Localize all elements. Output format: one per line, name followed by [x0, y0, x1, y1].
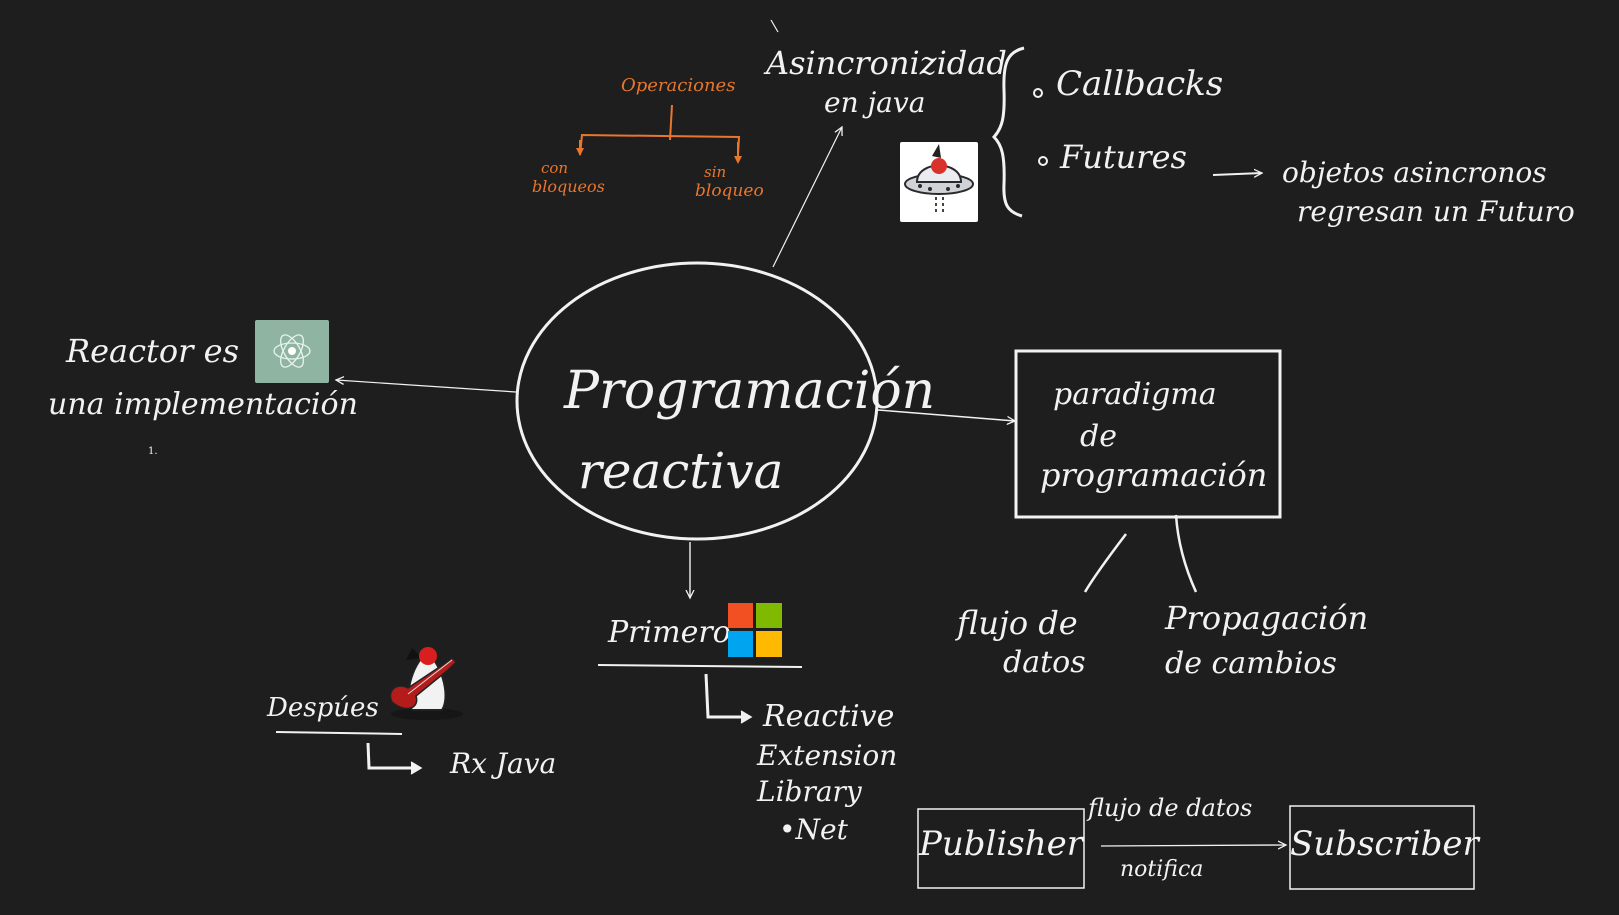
paradigma-line1: paradigma [1053, 377, 1217, 412]
microsoft-logo-icon [728, 603, 782, 657]
asincronizidad-line1: Asincronizidad [766, 44, 1007, 82]
reactive-ext-line2: Extension [757, 739, 898, 772]
despues-label: Despúes [267, 693, 379, 723]
futures-note-line2: regresan un Futuro [1297, 195, 1575, 228]
reactive-ext-line3: Library [757, 775, 862, 808]
operaciones-left-line2: bloqueos [532, 177, 605, 196]
pubsub-top-label: flujo de datos [1088, 794, 1253, 822]
propagacion-line2: de cambios [1165, 646, 1337, 681]
reactor-line2: una implementación [48, 387, 358, 422]
operaciones-tree [576, 104, 742, 164]
bullet-callbacks [1033, 88, 1043, 98]
flujo-line1: flujo de [957, 604, 1078, 642]
bullet-futures [1038, 156, 1048, 166]
arrow-to-reactor [336, 380, 517, 393]
rxjava-label: Rx Java [450, 747, 557, 780]
center-title-line2: reactiva [578, 442, 784, 500]
java-ufo-icon [900, 142, 978, 222]
reactor-footnote: 1. [148, 446, 158, 457]
pubsub-arrow [1100, 845, 1286, 846]
despues-underline [275, 731, 403, 735]
futures-note-line1: objetos asincronos [1282, 156, 1547, 189]
publisher-box [917, 808, 1085, 889]
publisher-label: Publisher [918, 824, 1083, 864]
primero-label: Primero [608, 615, 731, 650]
java-duke-guitar-icon [382, 638, 472, 722]
paradigma-box [1014, 349, 1282, 519]
flujo-line2: datos [1003, 645, 1086, 680]
async-brace [991, 46, 1025, 218]
arrow-to-paradigma [877, 409, 1015, 421]
arrow-to-reactive [704, 673, 753, 724]
line-to-propagacion [1174, 514, 1198, 593]
subscriber-box [1289, 805, 1475, 890]
async-item-futures: Futures [1060, 138, 1187, 176]
operaciones-title: Operaciones [621, 75, 736, 96]
operaciones-right-line2: bloqueo [695, 181, 764, 201]
primero-underline [597, 664, 803, 668]
line-to-flujo [1083, 533, 1127, 593]
arrow-to-asincronizidad [772, 127, 842, 268]
pubsub-bottom-label: notifica [1120, 857, 1204, 882]
reactor-logo-icon [255, 320, 329, 383]
arrow-futures-note [1212, 173, 1262, 175]
center-ellipse [515, 261, 879, 541]
reactor-line1: Reactor es [66, 332, 239, 370]
propagacion-line1: Propagación [1165, 599, 1369, 637]
operaciones-right-line1: sin [704, 163, 727, 181]
paradigma-line2: de [1080, 419, 1117, 454]
asincronizidad-line2: en java [824, 86, 926, 119]
reactive-ext-line1: Reactive [763, 699, 895, 734]
reactive-ext-line4: •Net [779, 813, 848, 846]
center-title-line1: Programación [564, 361, 936, 421]
subscriber-label: Subscriber [1290, 824, 1479, 864]
paradigma-line3: programación [1040, 456, 1268, 494]
asinc-tick [770, 19, 779, 33]
async-item-callbacks: Callbacks [1056, 64, 1224, 104]
arrow-to-rxjava [366, 742, 423, 775]
operaciones-left-line1: con [541, 159, 569, 177]
